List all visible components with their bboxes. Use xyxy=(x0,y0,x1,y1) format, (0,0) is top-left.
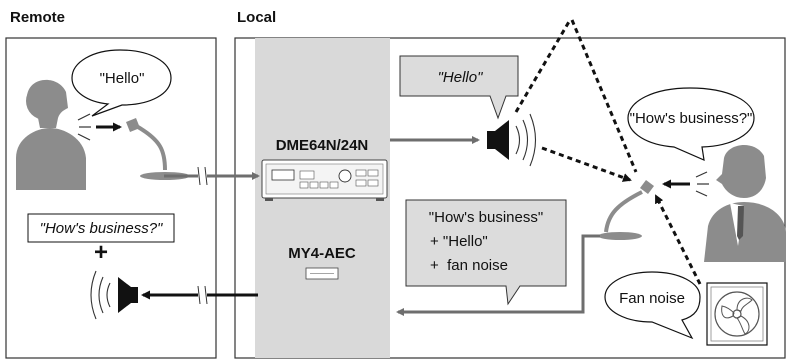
remote-received-text: "How's business?" xyxy=(40,220,163,237)
mixed-signal-callout xyxy=(405,199,567,306)
local-sound-lines xyxy=(695,171,709,197)
fan-noise-text: Fan noise xyxy=(619,290,685,307)
local-person-icon xyxy=(704,144,786,262)
local-microphone-icon xyxy=(598,180,654,240)
remote-hello-text: "Hello" xyxy=(100,70,145,87)
device-unit-icon xyxy=(261,159,388,201)
mixed-signal-line1: "How's business" xyxy=(429,209,543,226)
acoustic-paths xyxy=(514,19,702,285)
remote-received-box xyxy=(27,213,175,243)
device-card-label: MY4-AEC xyxy=(288,245,356,262)
device-card-icon xyxy=(305,267,339,280)
local-title: Local xyxy=(237,9,276,26)
remote-sound-lines xyxy=(77,113,91,141)
local-sound-waves xyxy=(515,113,537,167)
remote-speaker-icon xyxy=(118,277,138,313)
remote-person-icon xyxy=(16,79,86,190)
hello-callout xyxy=(399,55,519,120)
remote-hello-bubble xyxy=(71,49,172,117)
line-break-mark xyxy=(197,166,208,186)
remote-sound-waves xyxy=(90,270,111,320)
local-speech-bubble xyxy=(627,87,755,161)
mixed-signal-line2: + "Hello" xyxy=(430,233,488,250)
remote-plus-sign: + xyxy=(94,239,108,266)
mic-to-dme-arrow xyxy=(396,234,600,316)
local-speaker-icon xyxy=(487,120,509,160)
mixed-signal-line3: + fan noise xyxy=(430,257,508,274)
remote-title: Remote xyxy=(10,9,65,26)
device-main-label: DME64N/24N xyxy=(276,137,369,154)
fan-noise-bubble xyxy=(604,271,701,340)
local-speech-text: "How's business?" xyxy=(630,110,753,127)
fan-icon xyxy=(706,282,768,346)
line-break-mark-return xyxy=(197,285,208,305)
hello-callout-text: "Hello" xyxy=(438,69,484,86)
